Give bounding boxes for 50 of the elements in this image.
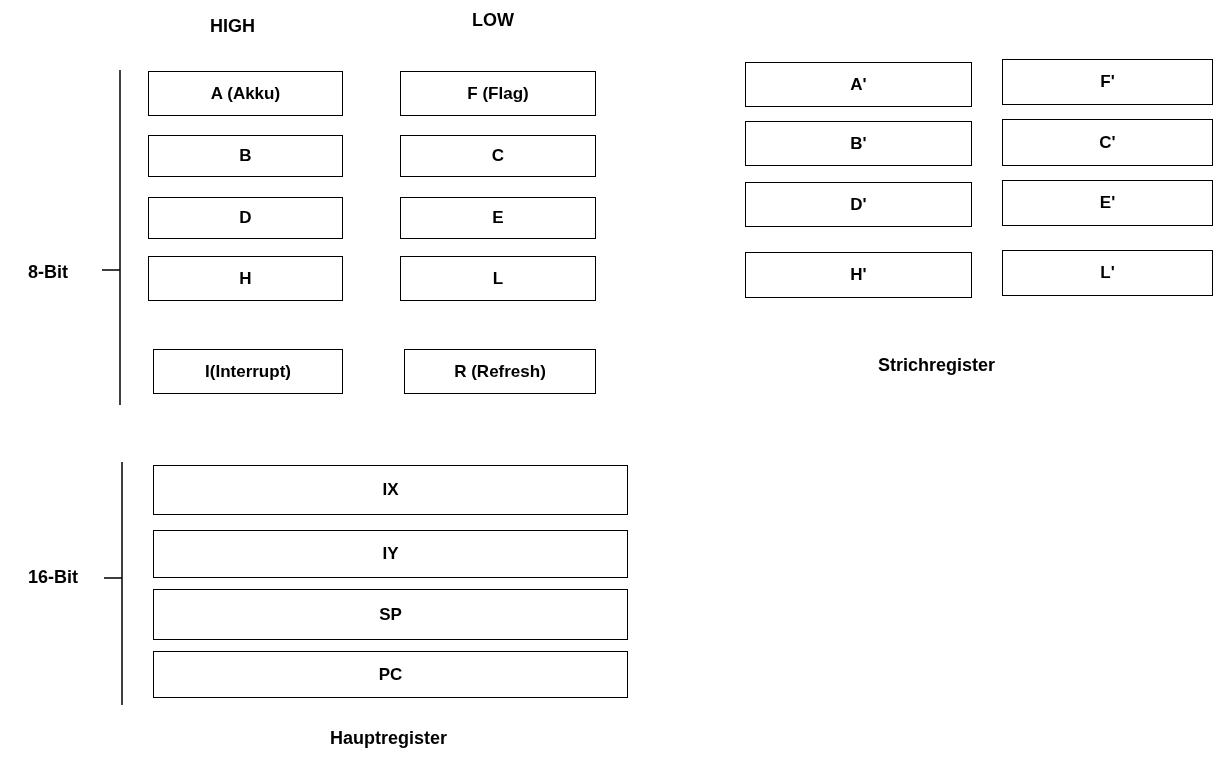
register-box bbox=[148, 197, 343, 239]
register-name: A (Akku) bbox=[210, 83, 281, 104]
register-box bbox=[400, 135, 596, 177]
register-name: D' bbox=[850, 194, 867, 215]
register-box bbox=[153, 349, 343, 394]
register-name: C bbox=[491, 146, 505, 166]
register-name: E' bbox=[1099, 193, 1116, 213]
register-name: F' bbox=[1100, 72, 1115, 92]
register-box bbox=[745, 62, 972, 107]
register-box bbox=[745, 121, 972, 166]
label: Hauptregister bbox=[330, 728, 448, 749]
register-name: A' bbox=[850, 74, 867, 95]
register-box bbox=[1002, 250, 1213, 296]
register-name: C' bbox=[1099, 132, 1116, 153]
register-box bbox=[400, 256, 596, 301]
register-box bbox=[400, 197, 596, 239]
register-box bbox=[400, 71, 596, 116]
register-name: PC bbox=[378, 664, 403, 685]
register-box bbox=[148, 135, 343, 177]
register-name: B bbox=[239, 146, 252, 166]
register-name: L' bbox=[1100, 263, 1115, 283]
register-box bbox=[153, 589, 628, 640]
register-name: IY bbox=[382, 544, 399, 564]
register-name: L bbox=[492, 268, 504, 289]
register-box bbox=[1002, 119, 1213, 166]
register-box bbox=[148, 71, 343, 116]
label: Strichregister bbox=[878, 355, 996, 376]
label: HIGH bbox=[210, 16, 255, 37]
register-box bbox=[745, 182, 972, 227]
register-box bbox=[404, 349, 596, 394]
register-box bbox=[745, 252, 972, 298]
register-box bbox=[1002, 59, 1213, 105]
register-name: I(Interrupt) bbox=[205, 361, 291, 382]
register-name: H' bbox=[850, 265, 867, 285]
register-name: SP bbox=[379, 604, 402, 625]
label: 8-Bit bbox=[28, 262, 68, 283]
register-name: E bbox=[492, 208, 504, 228]
register-box bbox=[1002, 180, 1213, 226]
register-name: R (Refresh) bbox=[454, 361, 546, 382]
label: LOW bbox=[472, 10, 514, 31]
register-name: IX bbox=[382, 480, 399, 500]
register-box bbox=[148, 256, 343, 301]
register-name: B' bbox=[850, 133, 867, 154]
register-name: D bbox=[239, 208, 252, 228]
register-box bbox=[153, 530, 628, 578]
register-box bbox=[153, 651, 628, 698]
register-name: F (Flag) bbox=[467, 83, 529, 104]
label: 16-Bit bbox=[28, 567, 78, 588]
register-box bbox=[153, 465, 628, 515]
register-name: H bbox=[239, 268, 252, 289]
